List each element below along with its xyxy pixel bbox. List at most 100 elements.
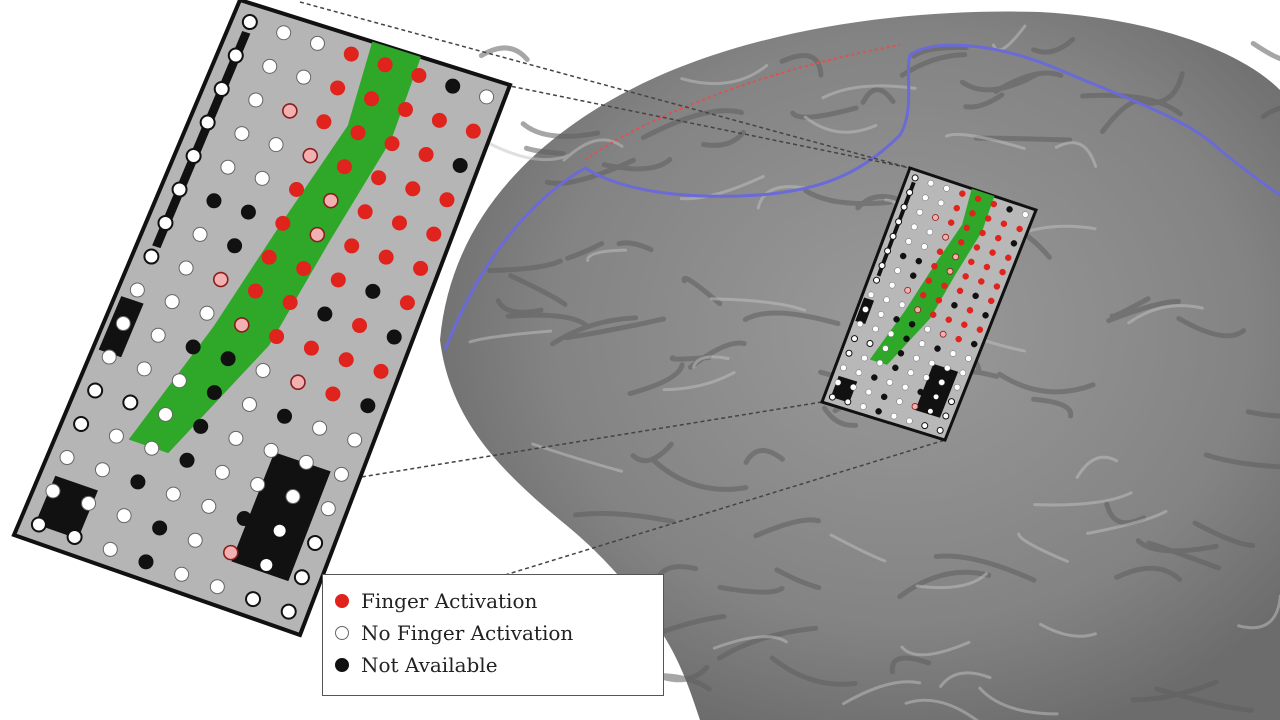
- electrode-dot: [290, 374, 306, 391]
- electrode-dot: [921, 243, 928, 250]
- electrode-dot: [873, 276, 881, 284]
- electrode-dot: [222, 544, 239, 561]
- electrode-dot: [185, 148, 202, 165]
- electrode-dot: [371, 170, 387, 186]
- legend: Finger Activation No Finger Activation N…: [322, 574, 664, 696]
- electrode-dot: [859, 403, 867, 410]
- electrode-dot: [955, 335, 962, 343]
- electrode-dot: [59, 450, 75, 466]
- electrode-dot: [923, 374, 930, 381]
- electrode-dot: [894, 267, 901, 274]
- electrode-dot: [905, 238, 912, 245]
- electrode-dot: [972, 292, 979, 300]
- electrode-dot: [309, 226, 326, 243]
- electrode-dot: [45, 483, 61, 499]
- electrode-dot: [241, 14, 258, 31]
- gyrus: [803, 115, 878, 134]
- central-sulcus-band: [869, 188, 995, 365]
- electrode-dot: [901, 383, 909, 391]
- electrode-dot: [280, 603, 297, 620]
- electrode-dot: [150, 327, 166, 343]
- electrode-dot: [916, 209, 924, 216]
- electrode-dot: [116, 508, 132, 524]
- electrode-dot: [255, 362, 271, 378]
- gyrus: [701, 129, 746, 148]
- electrode-dot: [452, 157, 468, 173]
- electrode-dot: [924, 325, 931, 333]
- gyrus: [601, 157, 673, 172]
- electrode-dot: [896, 398, 903, 405]
- gyrus: [1237, 594, 1280, 630]
- gyrus: [939, 671, 992, 688]
- electrode-dot: [101, 349, 117, 365]
- electrode-dot: [906, 189, 914, 197]
- electrode-dot: [309, 35, 325, 51]
- gyrus: [769, 655, 858, 687]
- electrode-dot: [943, 185, 950, 192]
- gyrus: [743, 448, 785, 465]
- electrode-dot: [953, 204, 961, 212]
- electrode-dot: [921, 422, 929, 430]
- electrode-dot: [201, 498, 217, 514]
- gyrus: [630, 441, 674, 464]
- electrode-dot: [883, 296, 890, 304]
- electrode-dot: [209, 579, 225, 595]
- gyrus: [900, 640, 971, 657]
- electrode-dot: [418, 147, 434, 163]
- electrode-dot: [877, 311, 885, 318]
- electrode-dot: [338, 352, 354, 368]
- electrode-dot: [953, 384, 961, 391]
- gyrus: [821, 84, 917, 100]
- gyrus: [756, 185, 807, 210]
- electrode-dot: [289, 182, 305, 198]
- electrode-dot: [296, 261, 312, 277]
- electrode-dot: [959, 369, 967, 377]
- electrode-dot: [144, 440, 160, 456]
- electrode-dot: [143, 248, 160, 265]
- electrode-dot: [316, 114, 332, 130]
- electrode-dot: [936, 248, 944, 255]
- electrode-dot: [947, 219, 955, 226]
- electrode-dot: [906, 417, 913, 425]
- gyrus: [1245, 409, 1280, 419]
- electrode-dot: [903, 335, 910, 343]
- gyrus: [774, 567, 822, 591]
- electrode-dot: [108, 428, 124, 444]
- gyrus: [1106, 299, 1181, 324]
- electrode-dot: [307, 534, 324, 551]
- electrode-dot: [199, 305, 215, 321]
- electrode-dot: [30, 516, 47, 533]
- electrode-dot: [227, 47, 244, 64]
- electrode-dot: [959, 190, 966, 197]
- gyrus: [1031, 36, 1076, 55]
- electrode-dot: [927, 179, 935, 187]
- electrode-dot: [865, 388, 873, 396]
- electrode-dot: [908, 321, 916, 328]
- electrode-dot: [365, 283, 381, 299]
- gyrus: [1017, 532, 1069, 563]
- electrode-dot: [254, 170, 270, 186]
- electrode-dot: [276, 25, 292, 41]
- electrode-dot: [968, 258, 975, 266]
- gyrus: [692, 355, 730, 369]
- gyrus: [1250, 40, 1280, 62]
- electrode-dot: [976, 326, 984, 333]
- electrode-dot: [333, 466, 349, 482]
- electrode-dot: [1010, 240, 1018, 247]
- electrode-dot: [66, 528, 83, 545]
- electrode-dot: [431, 112, 447, 128]
- electrode-dot: [875, 408, 882, 415]
- electrode-dot: [234, 126, 250, 142]
- gyrus: [1203, 452, 1280, 470]
- electrode-dot: [214, 464, 230, 480]
- electrode-dot: [275, 215, 291, 231]
- electrode-dot: [285, 489, 301, 505]
- electrode-dot: [247, 283, 263, 299]
- gyrus: [1109, 296, 1151, 319]
- electrode-dot: [343, 46, 359, 62]
- electrode-dot: [122, 394, 139, 411]
- gyrus: [679, 174, 765, 201]
- electrode-dot: [336, 159, 352, 175]
- electrode-dot: [479, 89, 495, 105]
- gyrus: [1104, 501, 1147, 526]
